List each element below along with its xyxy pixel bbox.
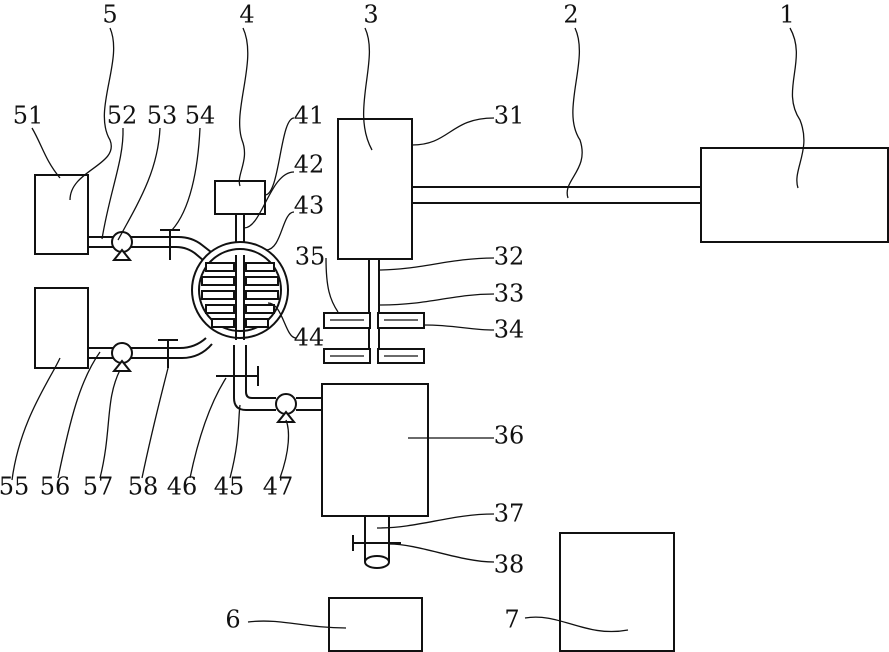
part-36-tank xyxy=(322,384,428,516)
part-6-box xyxy=(329,598,422,651)
part-57-pump-icon xyxy=(112,343,132,371)
part-3-motor-box xyxy=(338,119,412,259)
label-36: 36 xyxy=(494,422,525,450)
label-47: 47 xyxy=(263,473,294,501)
label-45: 45 xyxy=(214,473,245,501)
label-4: 4 xyxy=(239,1,254,29)
label-42: 42 xyxy=(294,151,325,179)
label-31: 31 xyxy=(494,102,525,130)
label-35: 35 xyxy=(295,243,326,271)
label-53: 53 xyxy=(147,102,178,130)
part-7-box xyxy=(560,533,674,651)
part-34-upper-blades xyxy=(324,313,424,328)
part-56-lower-pipe xyxy=(88,338,212,358)
label-37: 37 xyxy=(494,500,525,528)
part-54-valve-icon xyxy=(160,230,180,260)
part-58-valve-icon xyxy=(158,340,178,368)
label-54: 54 xyxy=(185,102,216,130)
part-51-tank xyxy=(35,175,88,254)
label-5: 5 xyxy=(102,1,117,29)
part-1-box xyxy=(701,148,888,242)
part-53-pump-icon xyxy=(112,232,132,260)
label-56: 56 xyxy=(40,473,71,501)
label-51: 51 xyxy=(13,102,44,130)
part-2-rod xyxy=(412,187,701,203)
label-2: 2 xyxy=(563,1,578,29)
label-7: 7 xyxy=(504,606,519,634)
label-1: 1 xyxy=(779,1,794,29)
label-43: 43 xyxy=(294,192,325,220)
label-46: 46 xyxy=(167,473,198,501)
label-55: 55 xyxy=(0,473,29,501)
label-52: 52 xyxy=(107,102,138,130)
label-44: 44 xyxy=(294,324,325,352)
label-3: 3 xyxy=(363,1,378,29)
part-47-pump-icon xyxy=(276,394,296,422)
part-55-tank xyxy=(35,288,88,368)
label-6: 6 xyxy=(225,606,240,634)
label-41: 41 xyxy=(294,102,325,130)
part-lower-blades xyxy=(324,349,424,363)
label-33: 33 xyxy=(494,280,525,308)
label-38: 38 xyxy=(494,551,525,579)
label-57: 57 xyxy=(83,473,114,501)
part-38-valve xyxy=(353,535,401,551)
label-58: 58 xyxy=(128,473,159,501)
label-32: 32 xyxy=(494,243,525,271)
label-34: 34 xyxy=(494,316,525,344)
